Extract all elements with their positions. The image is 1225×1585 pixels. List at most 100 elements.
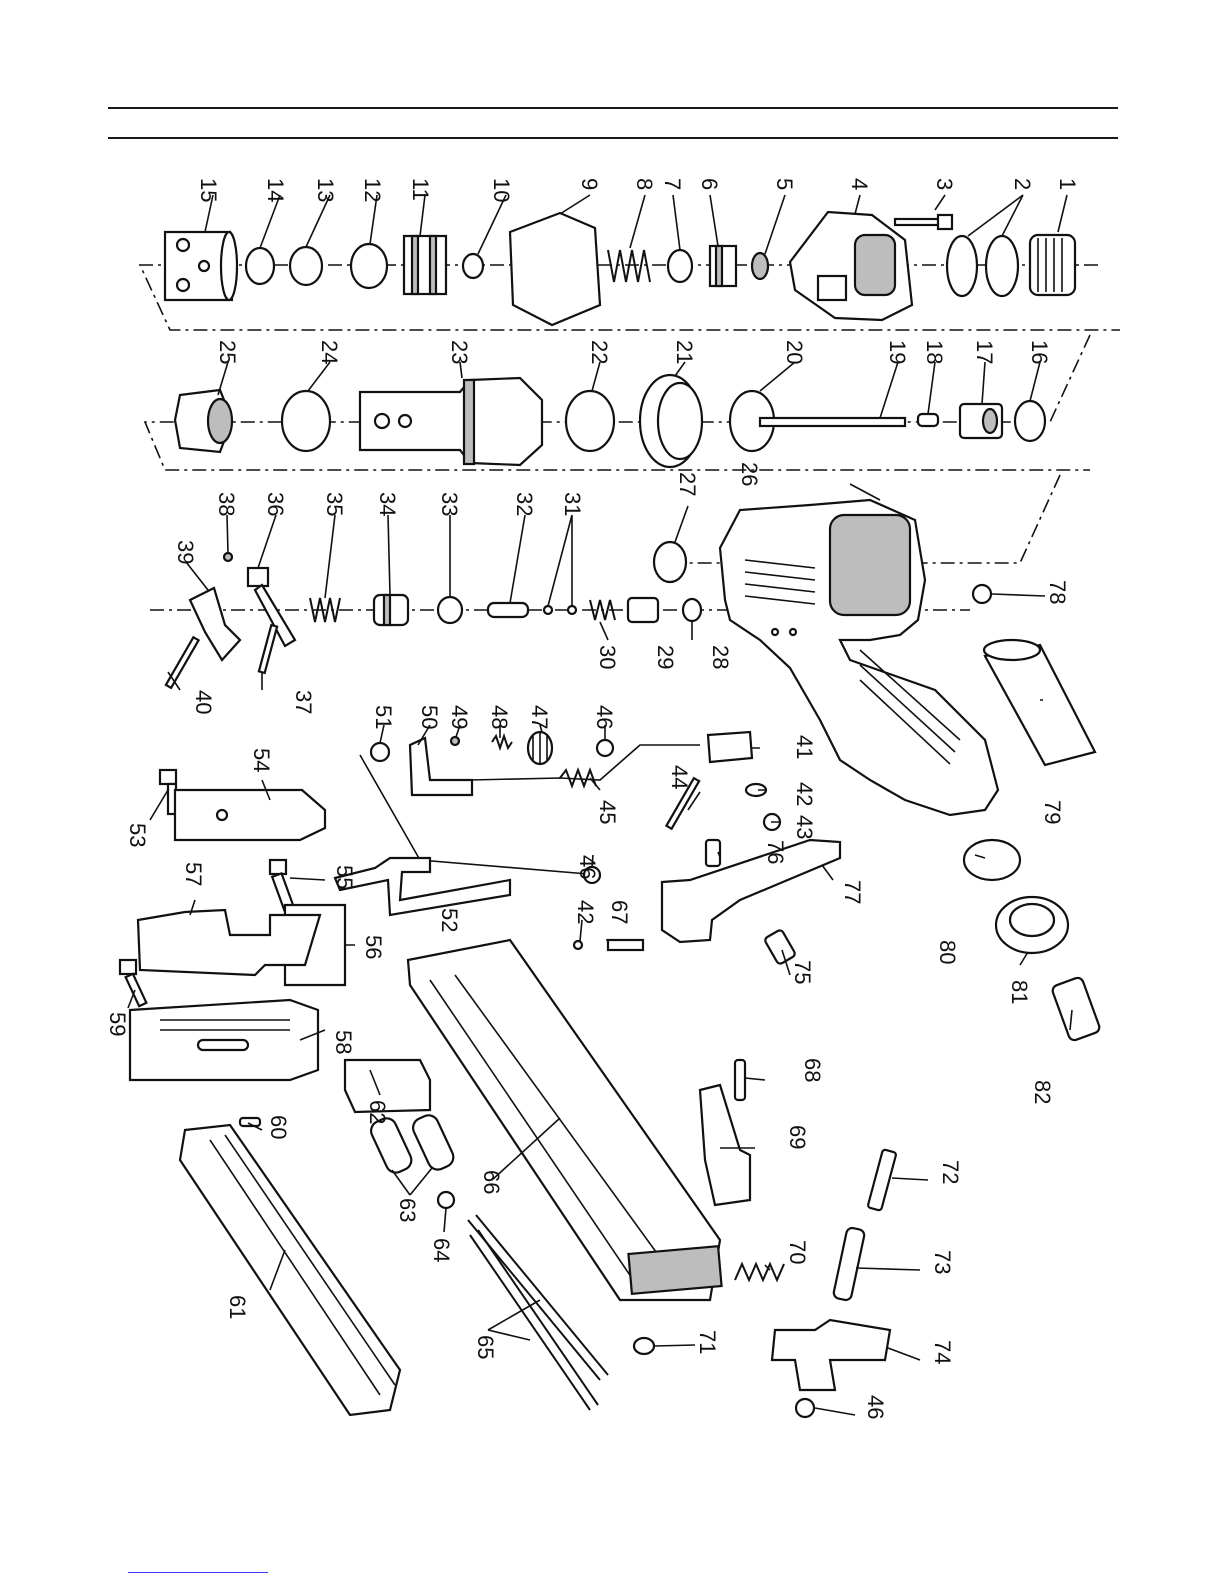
part-65-spring-b <box>470 1230 598 1410</box>
callout-43: 43 <box>792 815 817 839</box>
callout-46c: 46 <box>863 1395 888 1419</box>
part-19-driver-blade <box>760 418 905 426</box>
part-39-trigger <box>190 588 240 660</box>
part-10-seal <box>463 254 483 278</box>
callout-74: 74 <box>930 1340 955 1364</box>
part-53-bolt <box>160 770 176 814</box>
callout-45: 45 <box>595 800 620 824</box>
callout-42b: 42 <box>573 900 598 924</box>
part-73-sleeve <box>833 1227 866 1301</box>
callout-13: 13 <box>313 178 338 202</box>
part-70-spring <box>735 1264 784 1280</box>
callout-56: 56 <box>361 935 386 959</box>
callout-51: 51 <box>371 705 396 729</box>
part-32-valve-pin <box>488 603 528 617</box>
callout-70: 70 <box>785 1240 810 1264</box>
callout-52: 52 <box>437 908 462 932</box>
callout-79: 79 <box>1040 800 1065 824</box>
part-24-disc <box>282 391 330 451</box>
callout-60: 60 <box>266 1115 291 1139</box>
part-47-adjust-wheel <box>528 732 552 764</box>
callout-46a: 46 <box>592 705 617 729</box>
part-34-valve-body <box>374 595 408 625</box>
callout-67: 67 <box>607 900 632 924</box>
callout-81: 81 <box>1007 980 1032 1004</box>
part-81-end-cap <box>996 897 1068 953</box>
part-13-disc <box>290 247 322 285</box>
callout-18: 18 <box>922 340 947 364</box>
part-46-nut-a <box>597 740 613 756</box>
callout-12: 12 <box>360 178 385 202</box>
footer-link-underline[interactable] <box>128 1572 268 1573</box>
part-12-disc <box>351 244 387 288</box>
callout-46b: 46 <box>575 855 600 879</box>
callout-69: 69 <box>785 1125 810 1149</box>
part-78-nut <box>973 585 991 603</box>
part-67-screw <box>608 940 643 950</box>
callout-63: 63 <box>395 1198 420 1222</box>
assembly-row-1 <box>140 212 1120 330</box>
part-17-piston <box>960 404 1002 438</box>
part-37-pin <box>259 625 277 673</box>
part-23-cylinder <box>360 378 542 465</box>
callout-32: 32 <box>512 492 537 516</box>
part-48-spring <box>492 736 512 748</box>
callout-15: 15 <box>196 178 221 202</box>
callout-62: 62 <box>365 1100 390 1124</box>
part-63-pusher-b <box>410 1112 457 1173</box>
part-6-bushing <box>710 246 736 286</box>
callout-34: 34 <box>375 492 400 516</box>
part-3-bolt <box>895 215 952 229</box>
callout-21: 21 <box>672 340 697 364</box>
callout-14: 14 <box>263 178 288 202</box>
callout-6: 6 <box>697 178 722 190</box>
callout-39: 39 <box>173 540 198 564</box>
part-31-oring-b <box>568 606 576 614</box>
part-80-filter <box>964 840 1020 880</box>
part-52-contact-arm <box>335 858 510 915</box>
part-22-disc <box>566 391 614 451</box>
assembly-row-2 <box>145 335 1090 470</box>
callout-72: 72 <box>938 1160 963 1184</box>
callout-41: 41 <box>792 735 817 759</box>
callout-57: 57 <box>181 862 206 886</box>
callout-78: 78 <box>1045 580 1070 604</box>
part-2-seal-b <box>986 236 1018 296</box>
part-72-screw <box>867 1149 896 1211</box>
callout-7: 7 <box>660 178 685 190</box>
callout-19: 19 <box>885 340 910 364</box>
callout-40: 40 <box>191 690 216 714</box>
part-71-cap <box>634 1338 654 1354</box>
callout-80: 80 <box>935 940 960 964</box>
callout-24: 24 <box>317 340 342 364</box>
part-74-bracket <box>772 1320 890 1390</box>
callout-33: 33 <box>437 492 462 516</box>
callout-10: 10 <box>489 178 514 202</box>
callout-27: 27 <box>675 472 700 496</box>
callout-53: 53 <box>125 823 150 847</box>
part-2-seal-a <box>947 236 977 296</box>
callout-64: 64 <box>429 1238 454 1262</box>
callout-38: 38 <box>214 492 239 516</box>
callout-26: 26 <box>737 462 762 486</box>
part-64-ball <box>438 1192 454 1208</box>
callout-75: 75 <box>790 960 815 984</box>
part-15-cap <box>165 232 237 300</box>
part-69-latch <box>700 1085 750 1205</box>
callout-68: 68 <box>800 1058 825 1082</box>
callout-35: 35 <box>322 492 347 516</box>
part-42-washer-b <box>574 941 582 949</box>
callout-16: 16 <box>1027 340 1052 364</box>
part-45-lead <box>470 745 700 780</box>
part-57-plate <box>138 910 320 975</box>
part-9-plate <box>510 213 600 325</box>
callout-2: 2 <box>1010 178 1035 190</box>
part-58-nose-housing <box>130 1000 318 1080</box>
part-61-magazine-cover <box>180 1125 400 1415</box>
part-11-piston-valve <box>404 236 446 294</box>
callout-5: 5 <box>772 178 797 190</box>
callout-73: 73 <box>930 1250 955 1274</box>
part-51-nut <box>371 743 389 761</box>
callout-9: 9 <box>577 178 602 190</box>
